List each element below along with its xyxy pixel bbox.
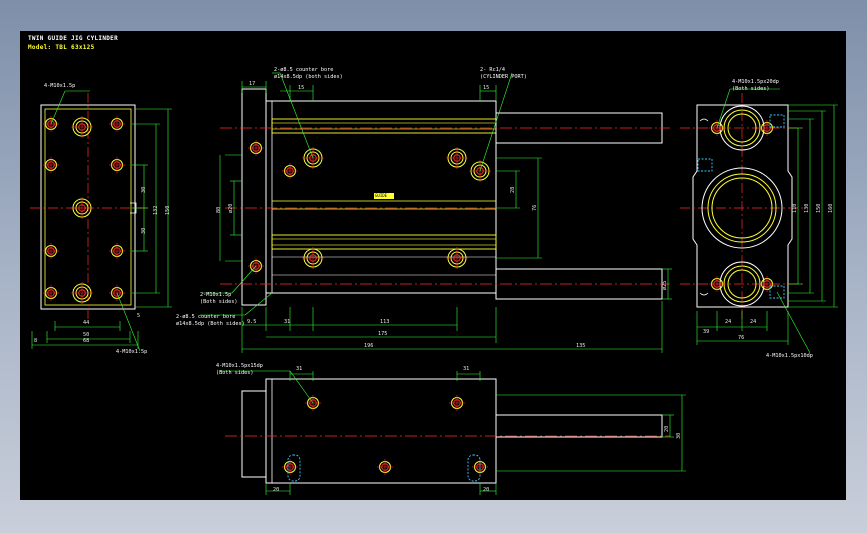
dim-text: 50 (83, 332, 90, 338)
cad-viewport[interactable]: TWIN GUIDE JIG CYLINDER Model: TBL 63x12… (20, 31, 846, 500)
callout-front-top-left-sub: ø14x8.5dp (both sides) (274, 74, 343, 80)
dim-text: 15 (298, 85, 305, 91)
callout-bottom-view-sub: (Both sides) (216, 370, 254, 376)
front-view-dimensions (200, 72, 672, 353)
dim-text: 110 (792, 203, 798, 213)
dim-text: 8 (34, 338, 38, 344)
dim-text: 150 (165, 205, 171, 215)
dim-text: 31 (296, 366, 303, 372)
callout-front-top-right: 2- Rc1/4 (480, 67, 505, 73)
callout-right-top: 4-M10x1.5px20dp (732, 79, 779, 85)
cad-drawing (30, 72, 838, 495)
dim-text: 31 (463, 366, 470, 372)
dim-text: 30 (141, 227, 147, 234)
callout-front-top-right-sub: (CYLINDER PORT) (480, 74, 527, 80)
right-view-dimensions (696, 88, 838, 354)
bottom-view (225, 378, 670, 484)
dim-text: 130 (804, 203, 810, 213)
callout-front-bottom-left2-sub: ø14x8.5dp (Both sides) (176, 321, 245, 327)
callout-front-top-left: 2-ø8.5 counter bore (274, 67, 334, 73)
dim-text: 15 (483, 85, 490, 91)
dim-text: 9.5 (247, 319, 257, 325)
dim-text: 30 (676, 432, 682, 439)
callout-front-bottom-left: 2-M10x1.5p (200, 292, 232, 298)
dim-text: 44 (83, 320, 90, 326)
dim-text: 5 (137, 313, 141, 319)
dim-text: 24 (725, 319, 732, 325)
dim-text: 17 (249, 81, 256, 87)
callout-front-bottom-left-sub: (Both sides) (200, 299, 238, 305)
left-view-dimensions (31, 90, 172, 352)
dim-text: ø20 (228, 203, 234, 213)
callout-right-bottom: 4-M10x1.5px10dp (766, 353, 813, 359)
dim-text: 20 (483, 487, 490, 493)
callout-right-top-sub: (Both sides) (732, 86, 770, 92)
dim-text: 39 (703, 329, 710, 335)
dim-text: 175 (378, 331, 388, 337)
left-end-view (30, 93, 148, 321)
dim-text: 76 (738, 335, 745, 341)
dim-text: 113 (380, 319, 390, 325)
model-label: Model: TBL 63x125 (28, 44, 95, 51)
dim-text: 24 (750, 319, 757, 325)
dim-text: 150 (816, 203, 822, 213)
callout-left-top: 4-M10x1.5p (44, 83, 76, 89)
dim-text: 20 (273, 487, 280, 493)
dim-text: 28 (510, 186, 516, 193)
dim-text: 76 (532, 204, 538, 211)
drawing-title: TWIN GUIDE JIG CYLINDER (28, 35, 118, 42)
callout-bottom-view: 4-M10x1.5px15dp (216, 363, 263, 369)
right-end-view (680, 93, 805, 323)
callout-left-bottom: 4-M10x1.5p (116, 349, 148, 355)
front-view (220, 88, 670, 306)
nameplate-label: GUIDE (375, 193, 388, 198)
dim-text: 20 (664, 425, 670, 432)
dim-text: 135 (576, 343, 586, 349)
bottom-view-dimensions (220, 370, 686, 495)
dim-text: 160 (828, 203, 834, 213)
callout-front-bottom-left2: 2-ø8.5 counter bore (176, 314, 236, 320)
dim-text: ø25 (662, 280, 668, 290)
dim-text: 68 (83, 338, 90, 344)
dim-text: 80 (216, 206, 222, 213)
dim-text: 196 (364, 343, 374, 349)
dim-text: 31 (284, 319, 291, 325)
dim-text: 132 (153, 205, 159, 215)
dim-text: 30 (141, 186, 147, 193)
